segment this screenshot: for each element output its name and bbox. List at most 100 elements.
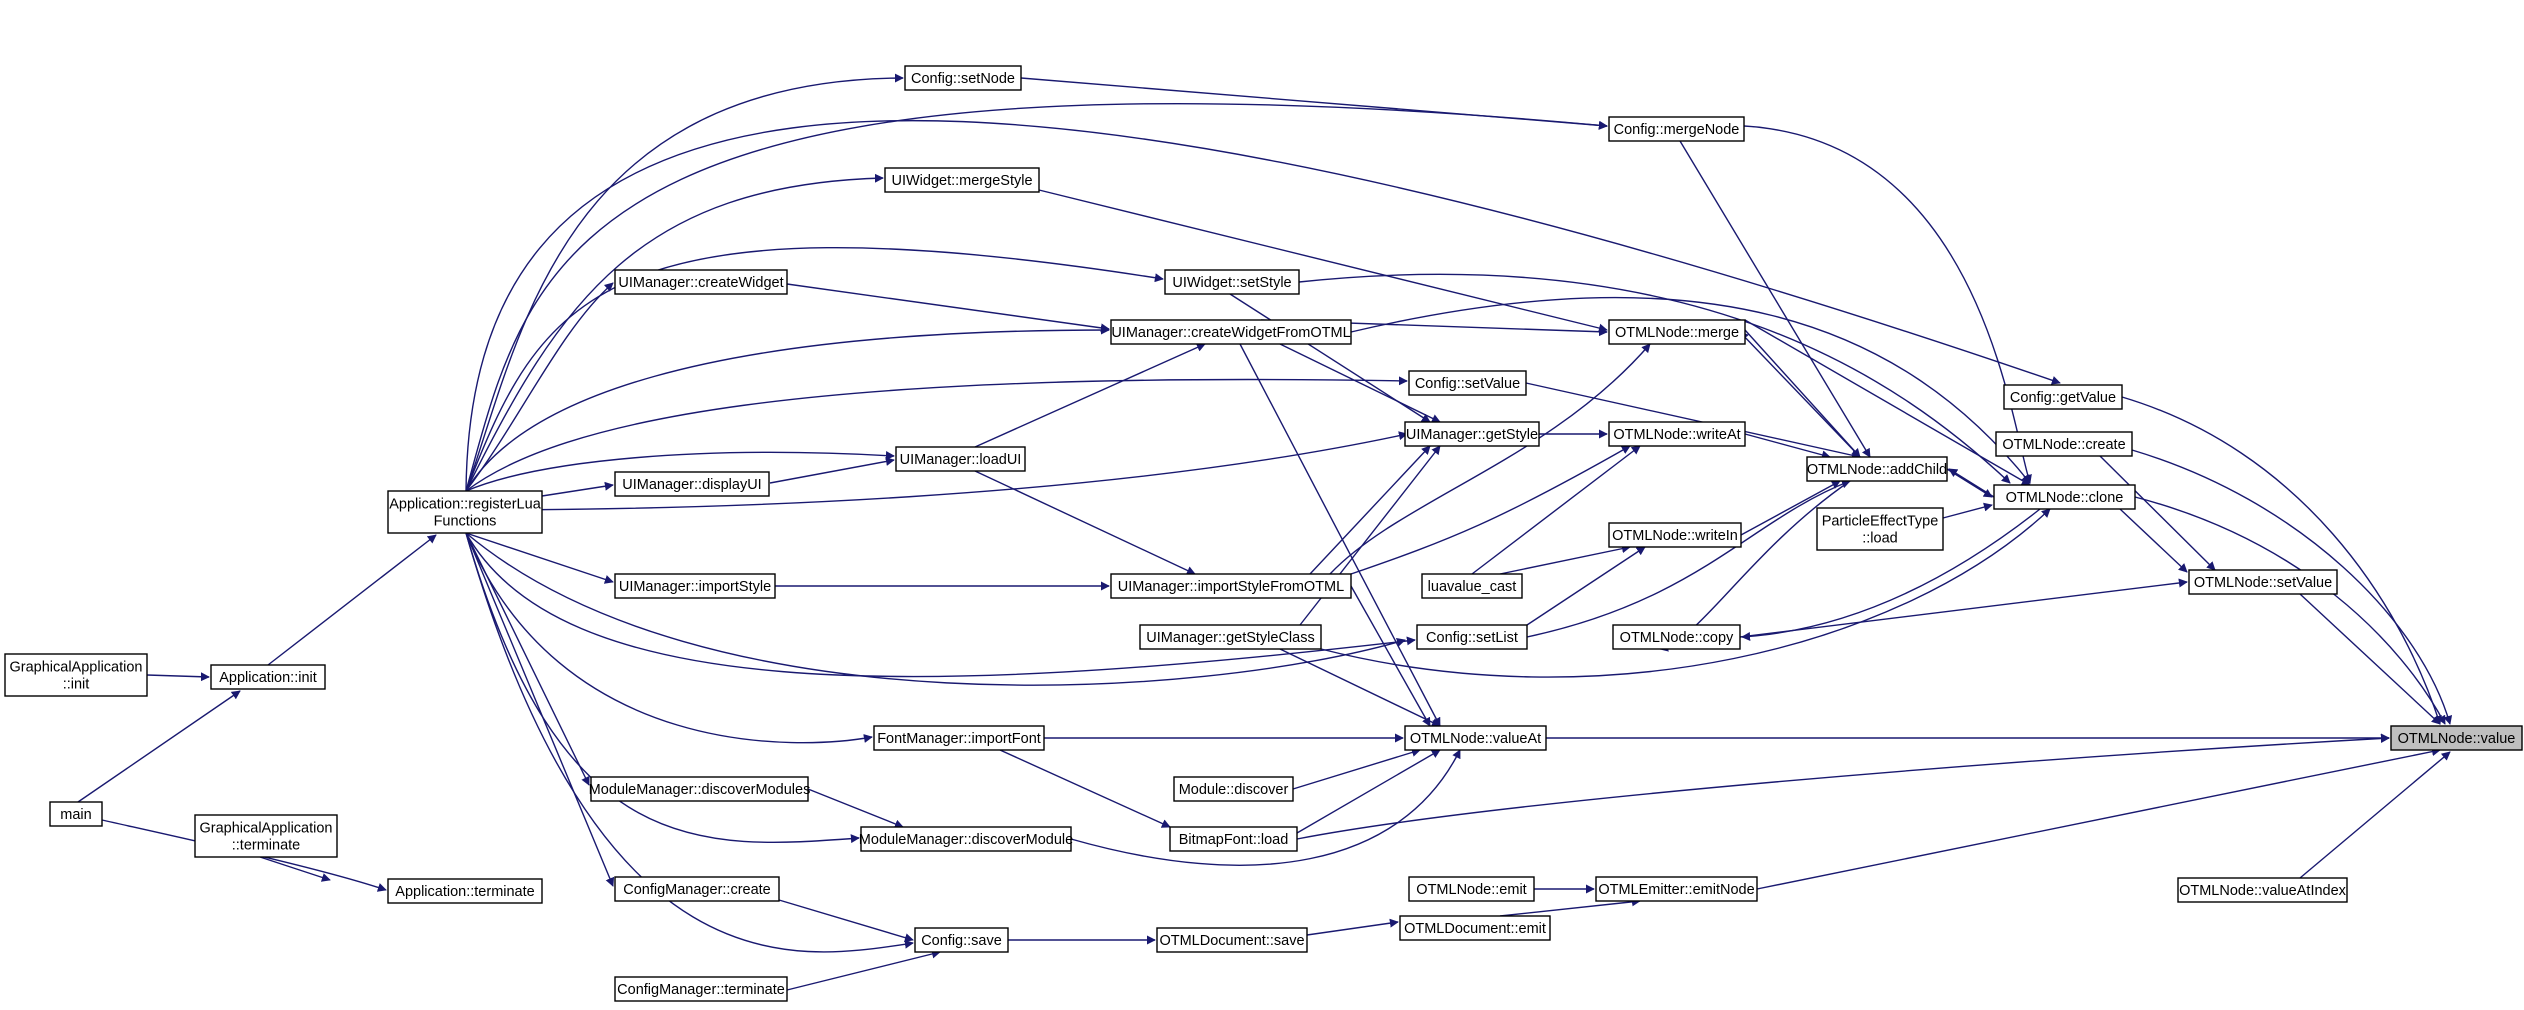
node-on-copy[interactable]: OTMLNode::copy [1612,624,1741,650]
node-label: UIManager::createWidget [618,275,783,291]
node-label: ParticleEffectType [1822,514,1939,530]
node-on-valueat[interactable]: OTMLNode::valueAt [1404,725,1547,751]
node-lua-cast[interactable]: luavalue_cast [1421,573,1523,599]
node-bf-load[interactable]: BitmapFont::load [1169,826,1298,852]
node-box [1404,725,1547,751]
call-edge [1756,747,2441,890]
node-label: Application::terminate [395,884,534,900]
node-label: ConfigManager::create [623,882,771,898]
node-uim-gs[interactable]: UIManager::getStyle [1404,421,1540,447]
node-uim-is[interactable]: UIManager::importStyle [614,573,776,599]
node-cfg-setvalue[interactable]: Config::setValue [1408,370,1527,396]
call-edge [465,532,1416,678]
node-label: OTMLNode::merge [1615,325,1739,341]
node-box [387,878,543,904]
call-edge [2099,455,2216,571]
node-box [1608,522,1742,548]
node-box [1139,624,1322,650]
node-on-emit[interactable]: OTMLNode::emit [1408,876,1535,902]
node-uim-gsc[interactable]: UIManager::getStyleClass [1139,624,1322,650]
node-box [1164,269,1300,295]
call-edge [1499,544,1631,575]
node-cfg-setlist[interactable]: Config::setList [1416,624,1528,650]
call-edge [1298,273,2011,484]
node-on-clone[interactable]: OTMLNode::clone [1993,484,2136,510]
node-box [2003,384,2123,410]
node-mod-disc[interactable]: Module::discover [1173,776,1294,802]
node-box [1612,624,1741,650]
node-uim-lui[interactable]: UIManager::loadUI [895,446,1026,472]
call-edge [146,672,210,682]
node-box [614,876,780,902]
call-edge [1239,343,1441,727]
node-label: UIManager::getStyleClass [1146,630,1314,646]
node-cm-create[interactable]: ConfigManager::create [614,876,780,902]
node-uim-cw[interactable]: UIManager::createWidget [614,269,788,295]
edges-layer [77,73,2453,991]
node-on-addchild[interactable]: OTMLNode::addChild [1806,456,1948,482]
node-label: main [60,807,91,823]
node-box [914,927,1009,953]
node-cm-term[interactable]: ConfigManager::terminate [614,976,788,1002]
node-on-writeat[interactable]: OTMLNode::writeAt [1608,421,1746,447]
node-cfg-getvalue[interactable]: Config::getValue [2003,384,2123,410]
node-box [1995,431,2133,457]
node-ga-init[interactable]: GraphicalApplication::init [4,653,148,697]
node-label: OTMLNode::valueAt [1410,731,1541,747]
node-box [210,664,326,690]
call-edge [807,788,904,829]
call-edge [974,343,1206,448]
node-mm-dm[interactable]: ModuleManager::discoverModule [859,826,1073,852]
node-box [1110,319,1352,345]
node-label: UIManager::createWidgetFromOTML [1111,325,1350,341]
node-label: OTMLNode::create [2002,437,2125,453]
node-on-merge[interactable]: OTMLNode::merge [1608,319,1746,345]
node-box [614,471,770,497]
node-box [590,776,809,802]
call-edge [465,532,860,844]
node-on-writein[interactable]: OTMLNode::writeIn [1608,522,1742,548]
node-box [1110,573,1352,599]
node-uim-isfo[interactable]: UIManager::importStyleFromOTML [1110,573,1352,599]
node-uiw-ss[interactable]: UIWidget::setStyle [1164,269,1300,295]
node-box [1806,456,1948,482]
node-cfg-mergenode[interactable]: Config::mergeNode [1608,116,1745,142]
node-on-vai[interactable]: OTMLNode::valueAtIndex [2177,877,2348,903]
node-label: luavalue_cast [1428,579,1517,595]
call-edge [1279,648,1441,727]
node-on-create[interactable]: OTMLNode::create [1995,431,2133,457]
node-cfg-save[interactable]: Config::save [914,927,1009,953]
node-od-emit[interactable]: OTMLDocument::emit [1399,915,1551,941]
node-fm-if[interactable]: FontManager::importFont [873,725,1045,751]
call-edge [1309,445,1431,575]
node-label: Config::getValue [2010,390,2116,406]
node-box [1416,624,1528,650]
node-uiw-ms[interactable]: UIWidget::mergeStyle [884,167,1040,193]
call-edge [1296,733,2390,840]
node-main[interactable]: main [49,801,103,827]
node-box [1408,876,1535,902]
node-uim-cwfo[interactable]: UIManager::createWidgetFromOTML [1110,319,1352,345]
node-app-term[interactable]: Application::terminate [387,878,543,904]
call-edge [267,534,437,666]
call-edge [1739,331,1861,458]
node-oe-emitnode[interactable]: OTMLEmitter::emitNode [1595,876,1758,902]
node-on-setvalue[interactable]: OTMLNode::setValue [2188,569,2338,595]
node-mm-dms[interactable]: ModuleManager::discoverModules [589,776,811,802]
node-label: ::load [1862,531,1897,547]
node-pet-load[interactable]: ParticleEffectType::load [1816,507,1944,551]
node-label: Config::mergeNode [1614,122,1740,138]
node-cfg-setnode[interactable]: Config::setNode [904,65,1022,91]
node-ga-term[interactable]: GraphicalApplication::terminate [194,814,338,858]
node-uim-dui[interactable]: UIManager::displayUI [614,471,770,497]
call-edge [465,282,614,492]
call-edge [1306,918,1399,936]
node-box [1595,876,1758,902]
call-edge [465,173,884,492]
node-app-init[interactable]: Application::init [210,664,326,690]
node-od-save[interactable]: OTMLDocument::save [1156,927,1308,953]
node-on-value[interactable]: OTMLNode::value [2390,725,2523,751]
node-box [1608,421,1746,447]
call-edge [1320,508,2051,678]
